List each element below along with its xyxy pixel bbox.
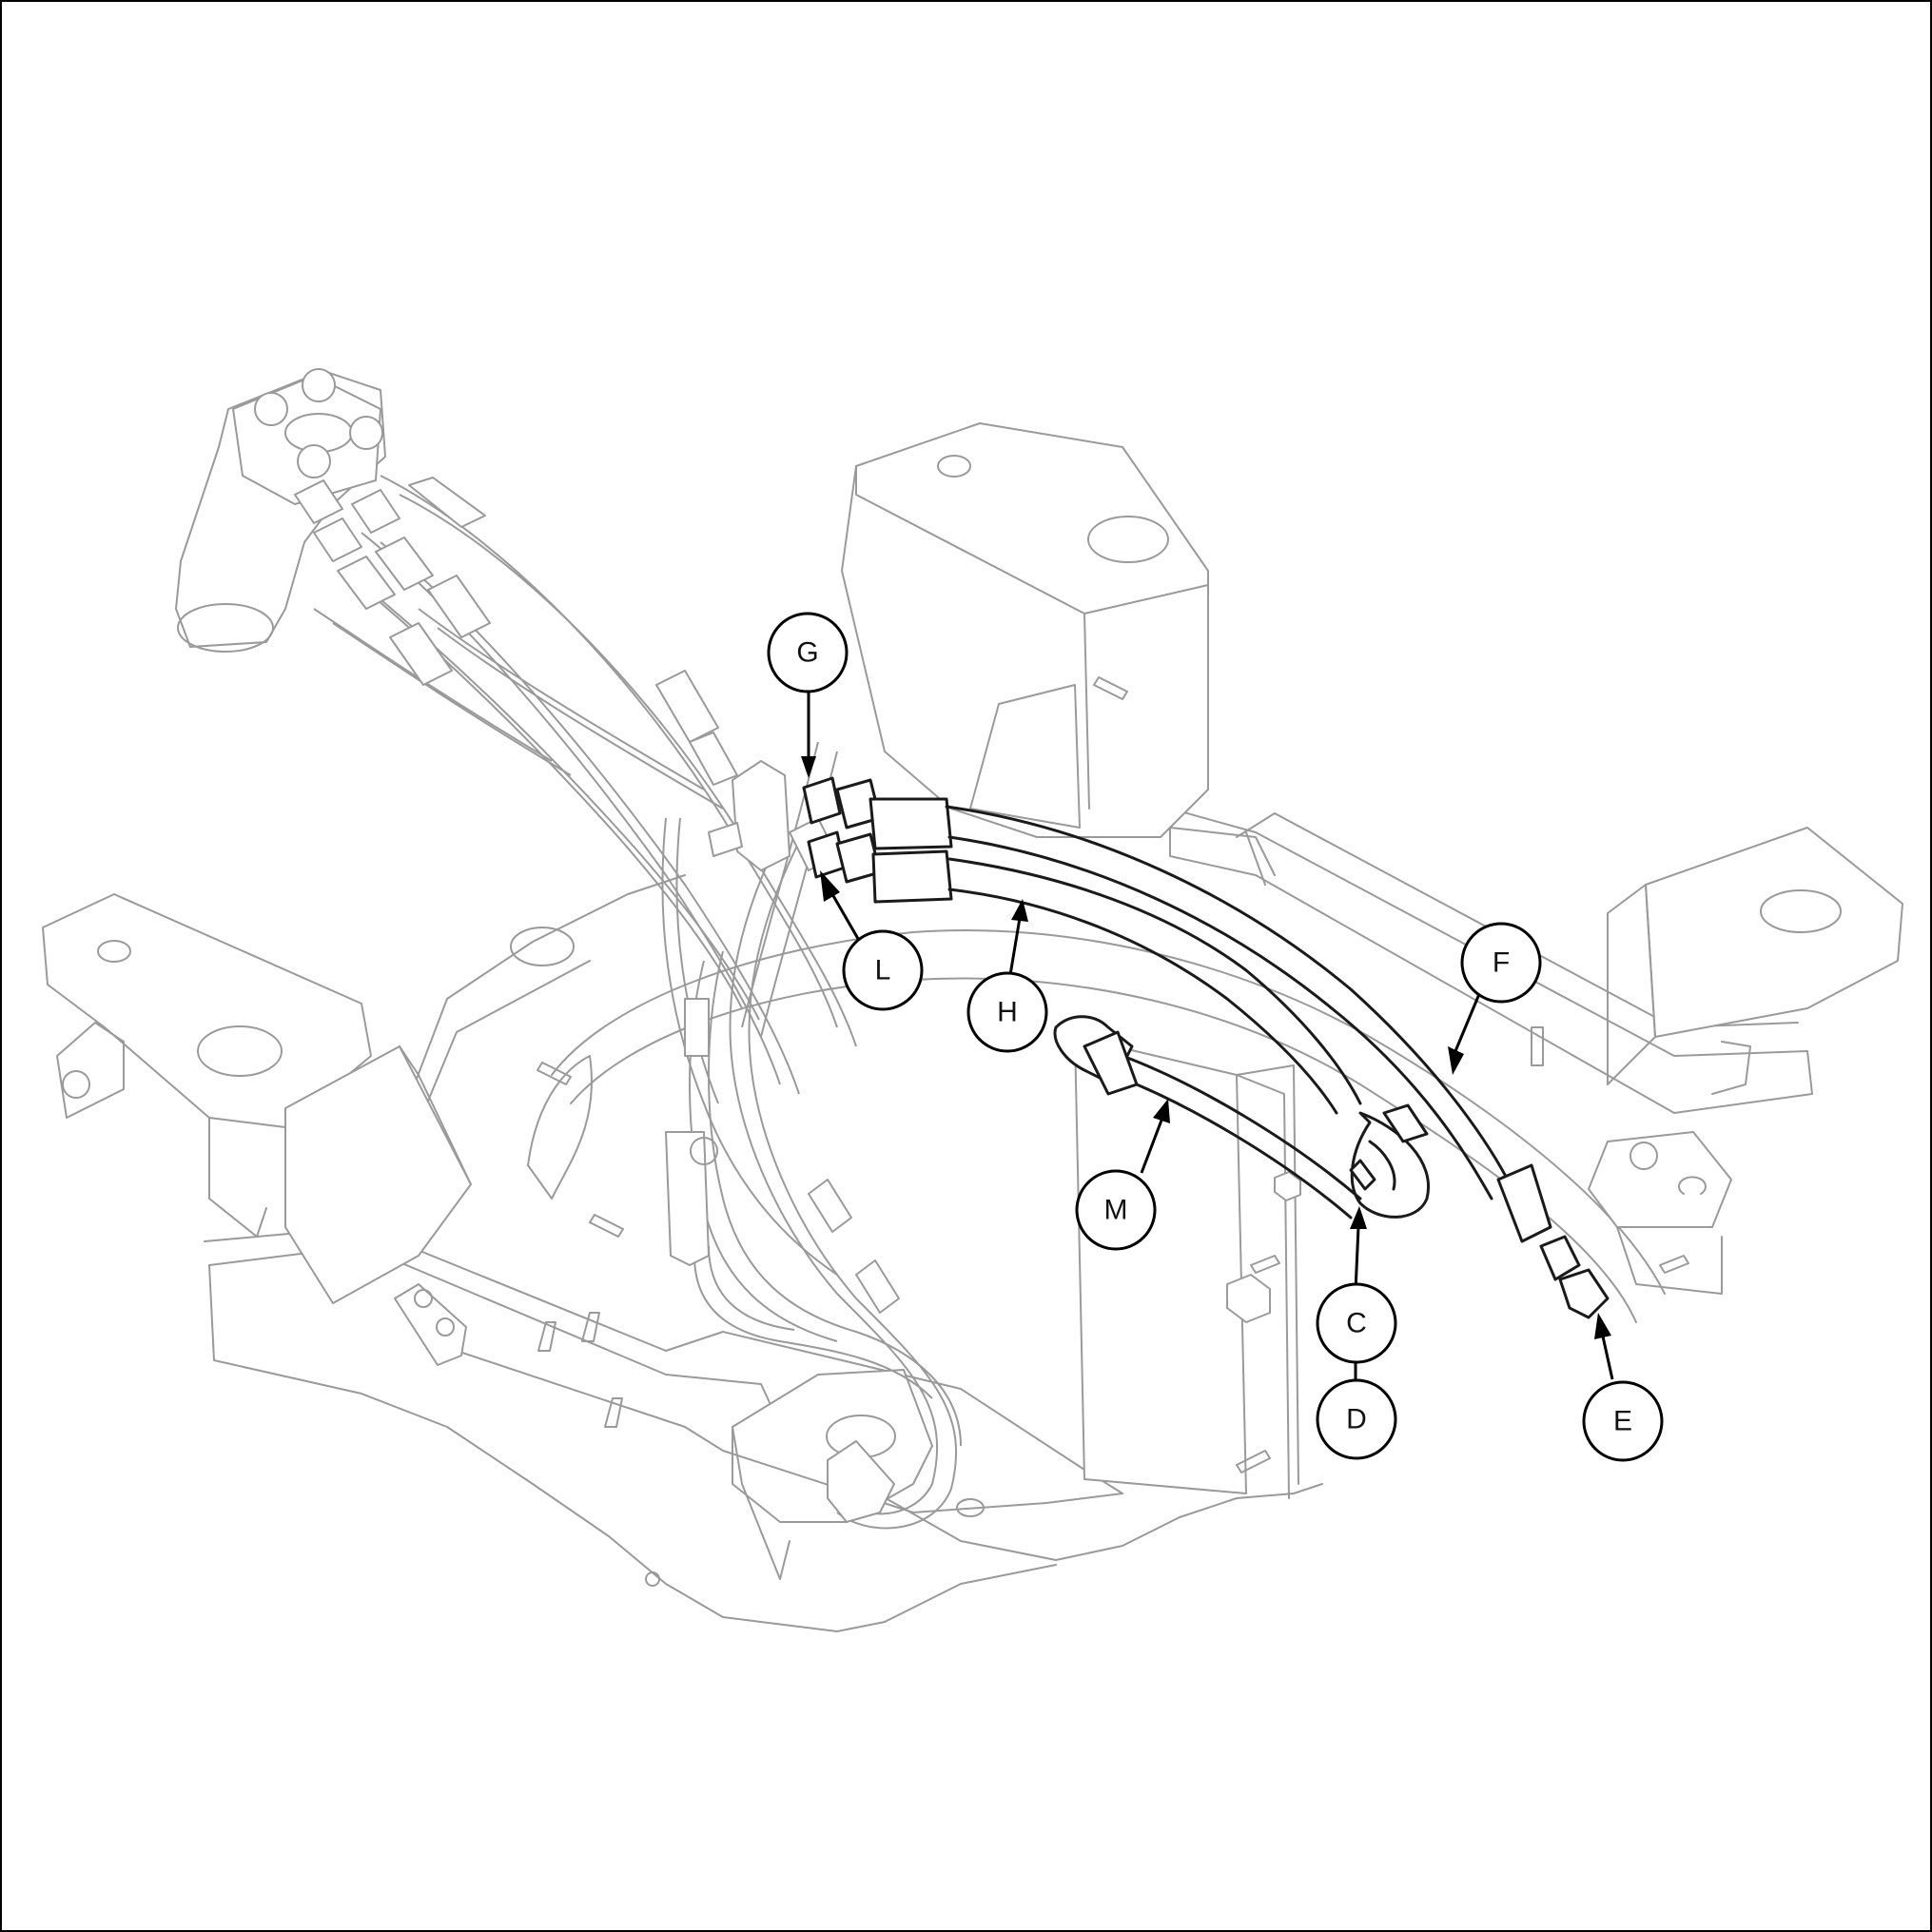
callout-f-label: F: [1493, 947, 1510, 979]
callout-h-label: H: [997, 997, 1018, 1028]
leader-e: [1601, 1336, 1614, 1380]
callout-l: L: [842, 929, 924, 1011]
leader-l: [830, 893, 863, 945]
callout-c: C: [1316, 1282, 1397, 1364]
callout-e-label: E: [1613, 1406, 1632, 1437]
callout-g-label: G: [796, 637, 818, 669]
leader-m: [1140, 1117, 1164, 1174]
callout-f: F: [1460, 922, 1542, 1004]
leader-lines: [801, 690, 1614, 1390]
callout-m-label: M: [1104, 1195, 1128, 1226]
callout-c-label: C: [1346, 1308, 1367, 1339]
callout-l-label: L: [875, 955, 891, 986]
highlighted-hoses: [802, 776, 1610, 1319]
callout-d: D: [1316, 1378, 1397, 1460]
leader-c: [1354, 1226, 1360, 1292]
callout-e: E: [1582, 1380, 1664, 1462]
callout-m: M: [1075, 1169, 1157, 1251]
steering-valve: [175, 368, 386, 653]
callout-d-label: D: [1346, 1404, 1367, 1435]
fitting-g: [802, 776, 842, 825]
callout-h: H: [966, 971, 1048, 1053]
leader-h: [1008, 917, 1022, 976]
leader-f: [1454, 993, 1481, 1052]
callout-g: G: [767, 612, 849, 693]
